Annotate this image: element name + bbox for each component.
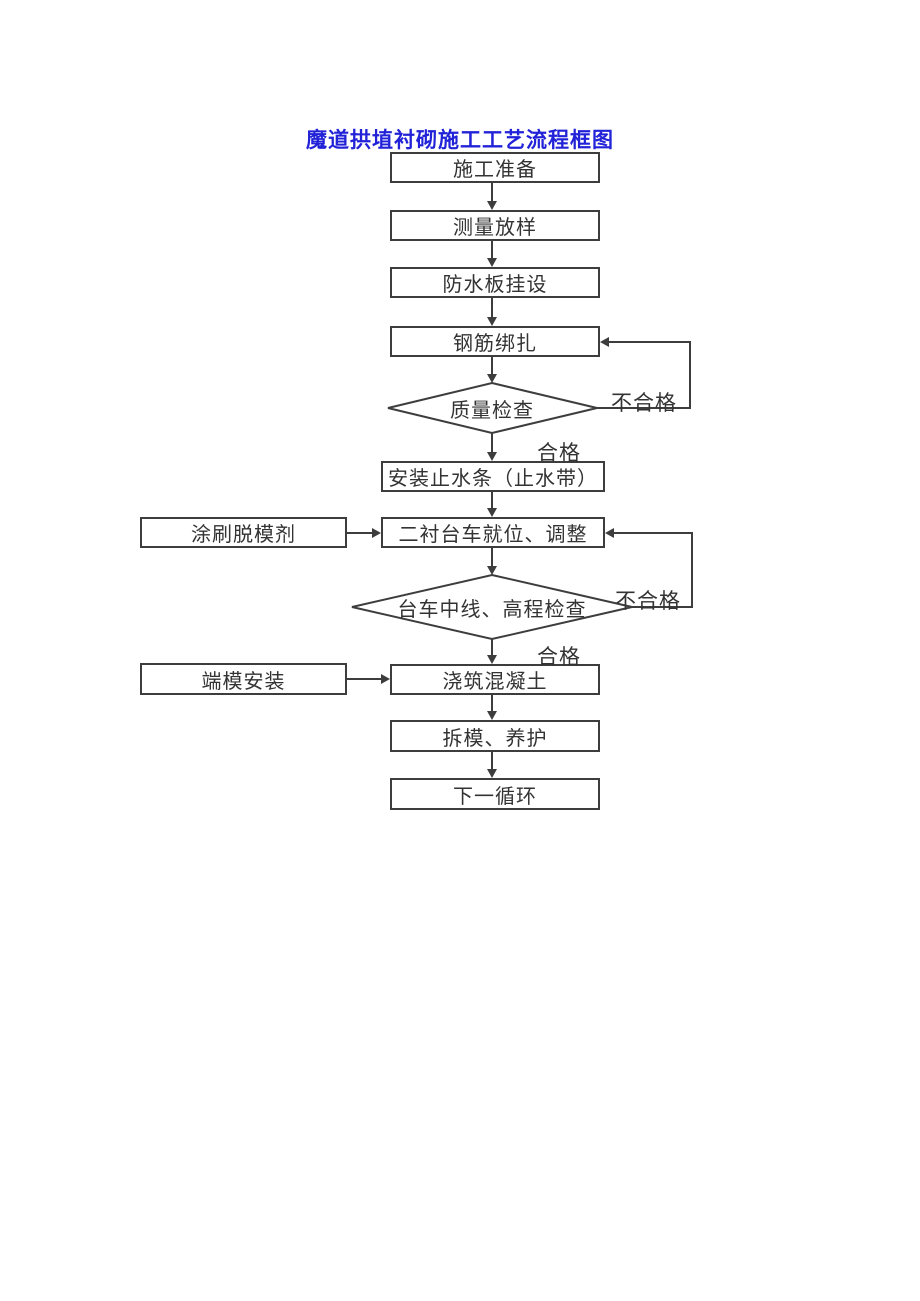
arrow-pour-to-demold	[487, 695, 497, 720]
decision-quality-check-label: 质量检查	[450, 399, 534, 422]
node-rebar-binding: 钢筋绑扎	[390, 326, 600, 357]
decision-trolley-check-shape	[351, 573, 633, 641]
node-waterstop-install: 安装止水条（止水带）	[381, 461, 605, 492]
feedback-loop-quality-check	[597, 337, 691, 409]
edge-label-fail-1: 不合格	[611, 391, 677, 415]
node-waterproof-board: 防水板挂设	[390, 267, 600, 298]
arrow-survey-to-waterproof	[487, 241, 497, 267]
arrow-end-form-to-pour	[347, 674, 390, 684]
arrow-trolley-to-trolley-check	[487, 548, 497, 575]
arrow-demold-to-next-cycle	[487, 752, 497, 778]
node-pour-concrete: 浇筑混凝土	[390, 664, 600, 695]
arrow-waterproof-to-rebar	[487, 298, 497, 326]
node-trolley-positioning: 二衬台车就位、调整	[381, 517, 605, 548]
arrow-quality-check-to-waterstop	[487, 433, 497, 461]
decision-trolley-check-label: 台车中线、高程检查	[397, 598, 587, 621]
arrow-waterstop-to-trolley	[487, 492, 497, 517]
feedback-loop-trolley-check	[605, 528, 693, 608]
edge-label-pass-1: 合格	[537, 441, 581, 465]
node-end-form-install: 端模安装	[140, 663, 347, 695]
node-next-cycle: 下一循环	[390, 778, 600, 810]
node-survey-layout: 测量放样	[390, 210, 600, 241]
node-release-agent: 涂刷脱模剂	[140, 517, 347, 548]
flowchart-title: 魔道拱埴衬砌施工工艺流程框图	[306, 128, 614, 152]
arrow-preparation-to-survey	[487, 183, 497, 210]
arrow-release-agent-to-trolley	[347, 528, 381, 538]
arrow-rebar-to-quality-check	[487, 357, 497, 383]
arrow-trolley-check-to-pour	[487, 639, 497, 664]
edge-label-fail-2: 不合格	[615, 589, 681, 613]
node-construction-preparation: 施工准备	[390, 152, 600, 183]
node-demold-curing: 拆模、养护	[390, 720, 600, 752]
decision-quality-check-shape	[387, 381, 598, 435]
edge-label-pass-2: 合格	[537, 645, 581, 669]
